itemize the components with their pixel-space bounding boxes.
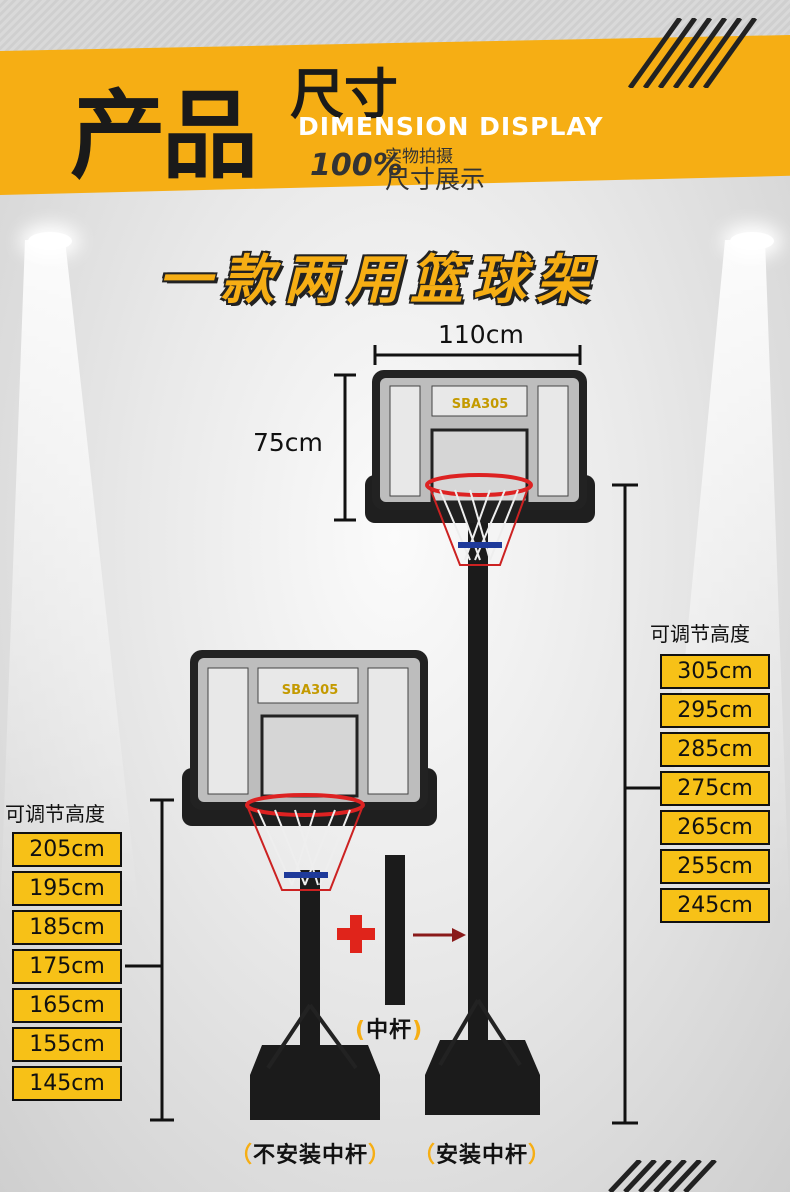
height-option: 165cm xyxy=(12,988,122,1023)
height-option: 245cm xyxy=(660,888,770,923)
header-banner xyxy=(0,35,790,195)
height-option: 305cm xyxy=(660,654,770,689)
percent-text: 100% xyxy=(310,148,403,183)
height-option: 145cm xyxy=(12,1066,122,1101)
arrow-icon xyxy=(413,928,466,942)
height-option: 275cm xyxy=(660,771,770,806)
middle-pole-label: (中杆) xyxy=(355,1018,424,1043)
caption-without-pole: （不安装中杆） xyxy=(230,1143,392,1168)
size-show-text: 尺寸展示 xyxy=(385,165,486,194)
right-height-list: 305cm 295cm 285cm 275cm 265cm 255cm 245c… xyxy=(660,654,770,923)
right-height-header: 可调节高度 xyxy=(650,622,750,646)
left-height-header: 可调节高度 xyxy=(5,802,105,826)
spotlight-left-icon xyxy=(28,232,72,250)
height-option: 185cm xyxy=(12,910,122,945)
height-option: 175cm xyxy=(12,949,122,984)
height-option: 265cm xyxy=(660,810,770,845)
height-option: 255cm xyxy=(660,849,770,884)
left-height-list: 205cm 195cm 185cm 175cm 165cm 155cm 145c… xyxy=(12,832,122,1101)
height-option: 295cm xyxy=(660,693,770,728)
height-option: 155cm xyxy=(12,1027,122,1062)
width-label: 110cm xyxy=(438,320,524,349)
caption-with-pole: （安装中杆） xyxy=(413,1143,552,1168)
page-title-size: 尺寸 xyxy=(290,63,398,126)
height-option: 195cm xyxy=(12,871,122,906)
svg-text:SBA305: SBA305 xyxy=(282,683,338,698)
height-option: 285cm xyxy=(660,732,770,767)
short-hoop: SBA305 xyxy=(182,650,437,1120)
tall-hoop: SBA305 xyxy=(365,370,595,1115)
stripe-decoration xyxy=(627,18,758,88)
headline: 一款两用篮球架 xyxy=(158,250,599,311)
stripe-decoration-bottom xyxy=(608,1160,717,1192)
dimension-display-text: DIMENSION DISPLAY xyxy=(298,112,604,141)
page-title: 产品 xyxy=(70,80,258,192)
height-option: 205cm xyxy=(12,832,122,867)
real-shot-text: 实物拍摄 xyxy=(385,147,453,167)
plus-icon xyxy=(337,915,375,953)
spotlight-right-icon xyxy=(730,232,774,250)
height-label: 75cm xyxy=(253,428,323,457)
middle-pole xyxy=(385,855,405,1005)
svg-text:SBA305: SBA305 xyxy=(452,397,508,412)
